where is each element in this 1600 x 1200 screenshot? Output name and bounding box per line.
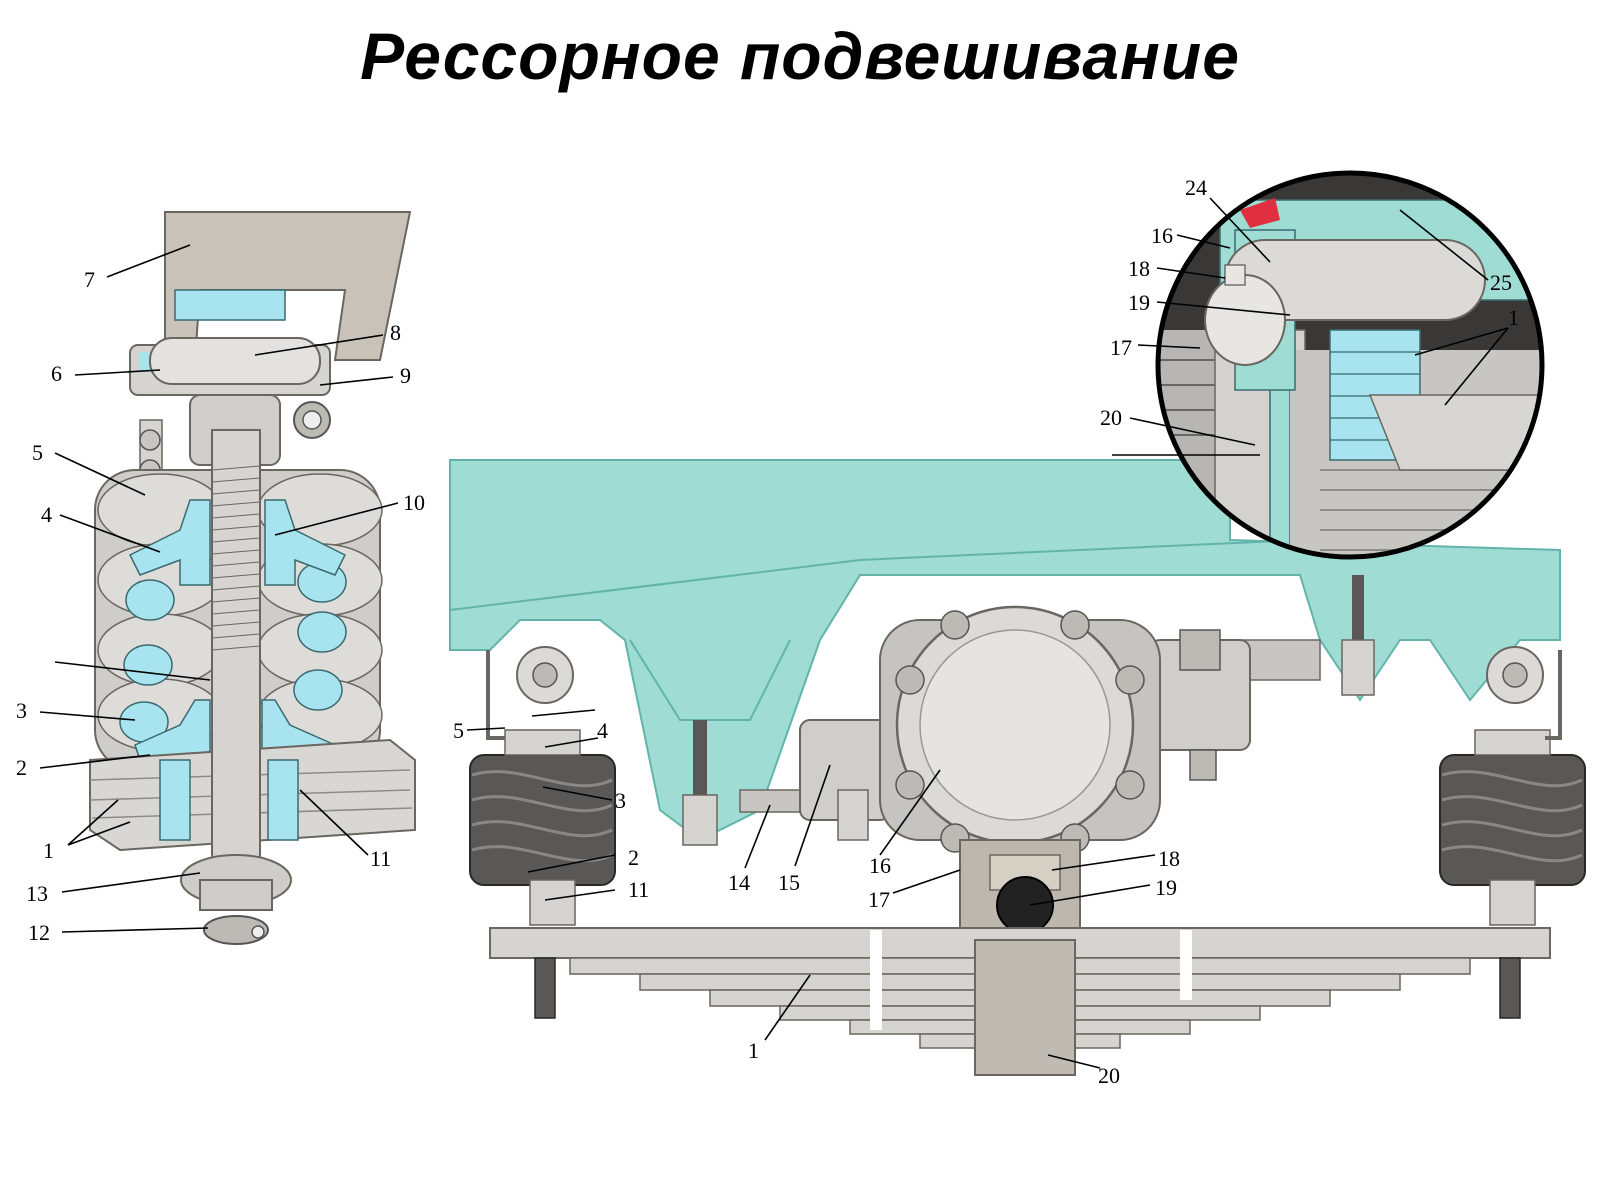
callout-left-6: 6 [51,361,62,386]
callout-main-16: 16 [869,853,891,878]
left-detail-assembly [89,211,416,945]
callout-inset-1: 1 [1508,305,1519,330]
frame-hanger-bolts [682,575,1375,846]
callout-main-2: 2 [628,845,639,870]
callout-main-3: 3 [615,788,626,813]
callout-inset-25: 25 [1490,270,1512,295]
callout-inset-19: 19 [1128,290,1150,315]
callout-left-3: 3 [16,698,27,723]
callout-main-5: 5 [453,718,464,743]
callout-left-8: 8 [390,320,401,345]
leader-lines [39,197,1509,1069]
callout-left-13: 13 [26,881,48,906]
pivot-pin [149,337,321,385]
bracket-section [174,289,286,321]
main-assembly [449,459,1586,1076]
leaf-clamp-strap [974,939,1076,1076]
bolt-nut [203,915,269,945]
callout-inset-18: 18 [1128,256,1150,281]
callout-left-10: 10 [403,490,425,515]
callout-left-5: 5 [32,440,43,465]
callout-main-15: 15 [778,870,800,895]
callout-main-4: 4 [597,718,608,743]
callout-left-1: 1 [43,838,54,863]
callout-inset-20: 20 [1100,405,1122,430]
callout-labels-inset: 24 16 18 19 17 20 25 1 [1100,175,1519,430]
callout-main-14: 14 [728,870,750,895]
callout-left-7: 7 [84,267,95,292]
page-title: Рессорное подвешивание [360,19,1240,93]
callout-left-9: 9 [400,363,411,388]
upper-spring-seat [128,499,211,586]
callout-main-1: 1 [748,1038,759,1063]
callout-main-17: 17 [868,887,890,912]
callout-left-2: 2 [16,755,27,780]
right-end-spring [1439,646,1586,1019]
callout-left-4: 4 [41,502,52,527]
inset-accent-wedge [1240,198,1280,228]
callout-labels-main: 5 4 3 2 11 14 15 16 17 18 19 1 20 [453,718,1180,1088]
clamp-pin [996,876,1054,934]
callout-inset-24: 24 [1185,175,1207,200]
bogie-frame [449,459,1561,842]
cover-bolts [895,610,1145,853]
callout-inset-16: 16 [1151,223,1173,248]
callout-left-11: 11 [370,846,391,871]
left-end-spring [469,646,616,1019]
callout-main-11: 11 [628,877,649,902]
callout-main-19: 19 [1155,875,1177,900]
callout-left-12: 12 [28,920,50,945]
callout-labels-left: 7 8 6 9 5 10 4 3 2 1 11 13 12 [16,267,425,945]
callout-inset-17: 17 [1110,335,1132,360]
callout-main-20: 20 [1098,1063,1120,1088]
central-bolt [211,429,261,891]
callout-main-18: 18 [1158,846,1180,871]
